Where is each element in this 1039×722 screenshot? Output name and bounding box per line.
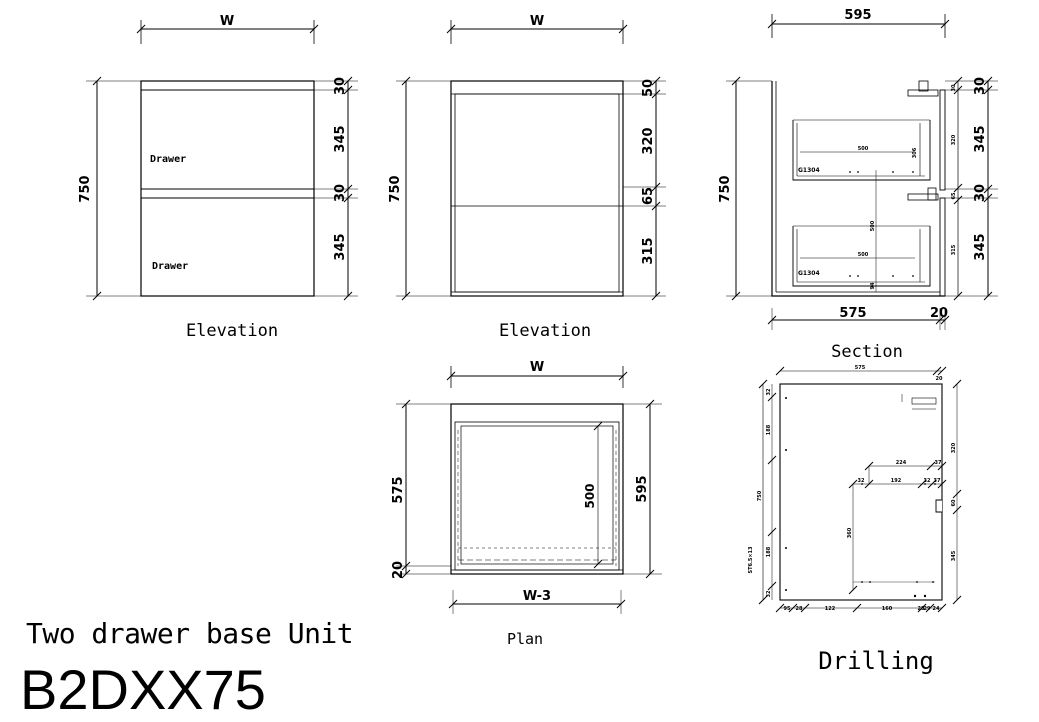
plan-view: W 500 575 20 595 W-3 Plan bbox=[391, 360, 662, 648]
drawing-title: Two drawer base Unit bbox=[26, 617, 354, 650]
section-inner-dim-4: 315 bbox=[951, 244, 957, 255]
elevation-front-dim-1: 30 bbox=[333, 77, 348, 95]
section-top-dim: 595 bbox=[844, 8, 871, 23]
section-depth: 575 bbox=[839, 306, 866, 321]
section-dim-1: 30 bbox=[973, 77, 988, 95]
drilling-view: 575 20 224 37 32 192 32 37 360 750 bbox=[748, 365, 962, 675]
section-dim-3: 30 bbox=[973, 184, 988, 202]
plan-front-thickness: 20 bbox=[391, 561, 406, 579]
elevation-open-dim-3: 65 bbox=[641, 187, 656, 205]
drilling-dim-18: 60 bbox=[951, 499, 957, 506]
drilling-dim-3: 224 bbox=[896, 460, 907, 466]
drilling-dim-24: 24 bbox=[933, 606, 940, 612]
section-small-3: 500 bbox=[870, 220, 876, 231]
drilling-screw-spec: ST6.5×13 bbox=[748, 546, 754, 574]
runner-label-top: G1304 bbox=[798, 167, 820, 174]
drilling-dim-7: 32 bbox=[924, 478, 931, 484]
elevation-front-width: W bbox=[220, 14, 234, 29]
plan-caption: Plan bbox=[507, 630, 543, 648]
drilling-dim-17: 95 bbox=[784, 606, 791, 612]
drilling-caption: Drilling bbox=[818, 647, 934, 675]
drilling-dim-9: 360 bbox=[847, 527, 853, 538]
section-view: 595 G1304 G1304 500 500 500 306 94 bbox=[718, 8, 998, 362]
elevation-open-caption: Elevation bbox=[499, 321, 591, 341]
section-inner-dim-2: 320 bbox=[951, 134, 957, 145]
elevation-open-width: W bbox=[530, 14, 544, 29]
product-code: B2DXX75 bbox=[20, 658, 266, 721]
drilling-dim-6: 192 bbox=[891, 478, 902, 484]
elevation-front-view: W Drawer Drawer 750 30 345 30 345 Elevat… bbox=[78, 14, 358, 341]
section-dim-4: 345 bbox=[973, 233, 988, 260]
plan-bottom-width: W-3 bbox=[523, 589, 551, 604]
elevation-open-height: 750 bbox=[388, 175, 403, 202]
section-small-4: 306 bbox=[912, 147, 918, 158]
elevation-open-view: W 750 50 320 65 315 Elevation bbox=[388, 14, 666, 341]
elevation-front-height: 750 bbox=[78, 175, 93, 202]
elevation-open-dim-1: 50 bbox=[641, 79, 656, 97]
section-small-5: 94 bbox=[870, 282, 876, 289]
drilling-dim-12: 320 bbox=[951, 442, 957, 453]
elevation-front-caption: Elevation bbox=[186, 321, 278, 341]
drilling-dim-1: 575 bbox=[855, 365, 866, 371]
section-inner-dim-1: 30 bbox=[951, 84, 957, 91]
section-height: 750 bbox=[718, 175, 733, 202]
drilling-dim-15: 188 bbox=[766, 546, 772, 557]
elevation-open-dim-2: 320 bbox=[641, 127, 656, 154]
drilling-dim-23: 29 bbox=[924, 606, 931, 612]
drilling-dim-20: 28 bbox=[918, 606, 925, 612]
plan-top-width: W bbox=[530, 360, 544, 375]
elevation-front-dim-4: 345 bbox=[333, 233, 348, 260]
section-front-thickness: 20 bbox=[930, 306, 948, 321]
drawer-label-top: Drawer bbox=[150, 154, 186, 165]
elevation-front-dim-2: 345 bbox=[333, 125, 348, 152]
drilling-dim-22: 160 bbox=[882, 606, 893, 612]
section-small-2: 500 bbox=[858, 252, 869, 258]
plan-total-depth: 595 bbox=[635, 475, 650, 502]
section-dim-2: 345 bbox=[973, 125, 988, 152]
drawer-label-bottom: Drawer bbox=[152, 261, 188, 272]
elevation-front-dim-3: 30 bbox=[333, 184, 348, 202]
runner-label-bottom: G1304 bbox=[798, 270, 820, 277]
drilling-dim-2: 20 bbox=[936, 376, 943, 382]
drilling-dim-10: 750 bbox=[757, 490, 763, 501]
section-small-1: 500 bbox=[858, 146, 869, 152]
plan-inner-dim: 500 bbox=[583, 483, 597, 508]
drilling-dim-21: 122 bbox=[825, 606, 836, 612]
drilling-dim-16: 32 bbox=[766, 590, 772, 597]
section-caption: Section bbox=[831, 342, 903, 362]
drilling-dim-4: 37 bbox=[935, 460, 942, 466]
drilling-dim-19: 28 bbox=[796, 606, 803, 612]
section-inner-dim-3: 65 bbox=[951, 192, 957, 199]
drilling-dim-14: 188 bbox=[766, 424, 772, 435]
drilling-dim-13: 32 bbox=[766, 388, 772, 395]
drilling-dim-8: 37 bbox=[934, 478, 941, 484]
elevation-open-dim-4: 315 bbox=[641, 237, 656, 264]
plan-depth: 575 bbox=[391, 476, 406, 503]
drilling-dim-5: 32 bbox=[858, 478, 865, 484]
drilling-dim-11: 345 bbox=[951, 550, 957, 561]
